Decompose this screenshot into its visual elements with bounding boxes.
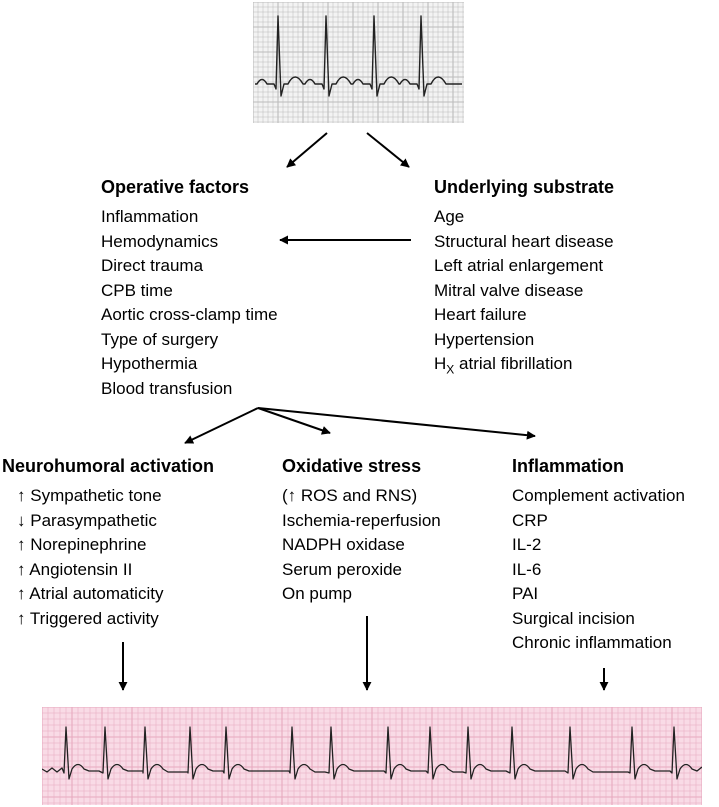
operative-item: Blood transfusion	[101, 378, 233, 398]
arrow-to-oxidative-stress	[257, 407, 331, 435]
ecg-top-trace	[255, 15, 462, 97]
inflammation-group: Inflammation Complement activation CRP I…	[512, 454, 685, 656]
oxidative-item: Ischemia-reperfusion	[282, 510, 441, 530]
neuro-item-text: Parasympathetic	[30, 510, 157, 530]
underlying-substrate-group: Underlying substrate Age Structural hear…	[434, 175, 614, 382]
ros-rns-text: ROS and RNS	[300, 486, 412, 505]
inflammation-heading: Inflammation	[512, 456, 625, 476]
arrow-to-neurohumoral	[184, 407, 259, 444]
neurohumoral-heading: Neurohumoral activation	[2, 456, 215, 476]
arrow-down-icon: ↓	[17, 510, 26, 530]
substrate-item: Heart failure	[434, 305, 527, 324]
neuro-item: ↑ Sympathetic tone	[17, 484, 214, 509]
ecg-atrial-fibrillation-strip	[42, 707, 702, 805]
substrate-item: Mitral valve disease	[434, 280, 584, 300]
oxidative-stress-heading: Oxidative stress	[282, 456, 422, 476]
neuro-item: ↑ Angiotensin II	[17, 558, 214, 583]
neurohumoral-activation-group: Neurohumoral activation ↑ Sympathetic to…	[2, 454, 214, 631]
oxidative-item: NADPH oxidase	[282, 535, 405, 554]
ecg-sinus-rhythm-strip	[253, 2, 464, 123]
inflammation-item: Chronic inflammation	[512, 633, 672, 652]
operative-factors-heading: Operative factors	[101, 177, 250, 197]
neuro-item-text: Angiotensin II	[29, 559, 133, 579]
operative-item: Aortic cross-clamp time	[101, 305, 278, 324]
arrow-up-icon: ↑	[17, 486, 26, 505]
arrow-to-underlying-substrate	[366, 132, 410, 168]
hx-text: atrial fibrillation	[454, 354, 573, 373]
neuro-item-text: Triggered activity	[29, 608, 159, 628]
operative-factors-group: Operative factors Inflammation Hemodynam…	[101, 175, 278, 401]
substrate-item: Hypertension	[434, 329, 535, 349]
neuro-item-text: Norepinephrine	[30, 535, 147, 554]
operative-item: Inflammation	[101, 207, 199, 226]
ecg-bottom-trace	[42, 726, 702, 780]
neuro-item-text: Sympathetic tone	[30, 486, 162, 505]
ecg-sinus-rhythm-image	[253, 2, 464, 123]
inflammation-item: CRP	[512, 510, 548, 530]
operative-item: Type of surgery	[101, 329, 219, 349]
oxidative-item-ros-rns: (↑ ROS and RNS)	[282, 484, 441, 509]
substrate-item: Left atrial enlargement	[434, 256, 604, 275]
oxidative-item: On pump	[282, 584, 352, 603]
arrow-up-icon: ↑	[287, 486, 297, 505]
ecg-bottom-grid	[42, 707, 702, 805]
substrate-item: Structural heart disease	[434, 231, 614, 251]
arrow-up-icon: ↑	[17, 608, 26, 628]
operative-item: CPB time	[101, 280, 173, 300]
substrate-item-hx-af: HX atrial fibrillation	[434, 352, 614, 382]
neuro-item: ↑ Triggered activity	[17, 607, 214, 632]
neuro-item-text: Atrial automaticity	[29, 584, 164, 603]
inflammation-item: PAI	[512, 584, 539, 603]
ecg-atrial-fibrillation-image	[42, 707, 702, 805]
arrow-up-icon: ↑	[17, 535, 26, 554]
open-paren: (	[282, 486, 288, 505]
hx-subscript: X	[446, 362, 455, 377]
oxidative-stress-group: Oxidative stress (↑ ROS and RNS) Ischemi…	[282, 454, 441, 607]
inflammation-item: IL-6	[512, 559, 542, 579]
hx-letter: H	[434, 354, 447, 373]
inflammation-item: Complement activation	[512, 486, 685, 505]
arrow-to-inflammation	[257, 407, 536, 440]
underlying-substrate-heading: Underlying substrate	[434, 177, 615, 197]
close-paren: )	[411, 486, 418, 505]
neuro-item: ↓ Parasympathetic	[17, 509, 214, 534]
operative-item: Hemodynamics	[101, 231, 219, 251]
neuro-item: ↑ Norepinephrine	[17, 533, 214, 558]
arrow-up-icon: ↑	[17, 559, 26, 579]
arrow-to-operative-factors	[286, 132, 328, 168]
oxidative-item: Serum peroxide	[282, 559, 403, 579]
arrow-up-icon: ↑	[17, 584, 26, 603]
neuro-item: ↑ Atrial automaticity	[17, 582, 214, 607]
inflammation-item: IL-2	[512, 535, 542, 554]
operative-item: Direct trauma	[101, 256, 204, 275]
inflammation-item: Surgical incision	[512, 608, 635, 628]
operative-item: Hypothermia	[101, 354, 198, 373]
substrate-item: Age	[434, 207, 465, 226]
